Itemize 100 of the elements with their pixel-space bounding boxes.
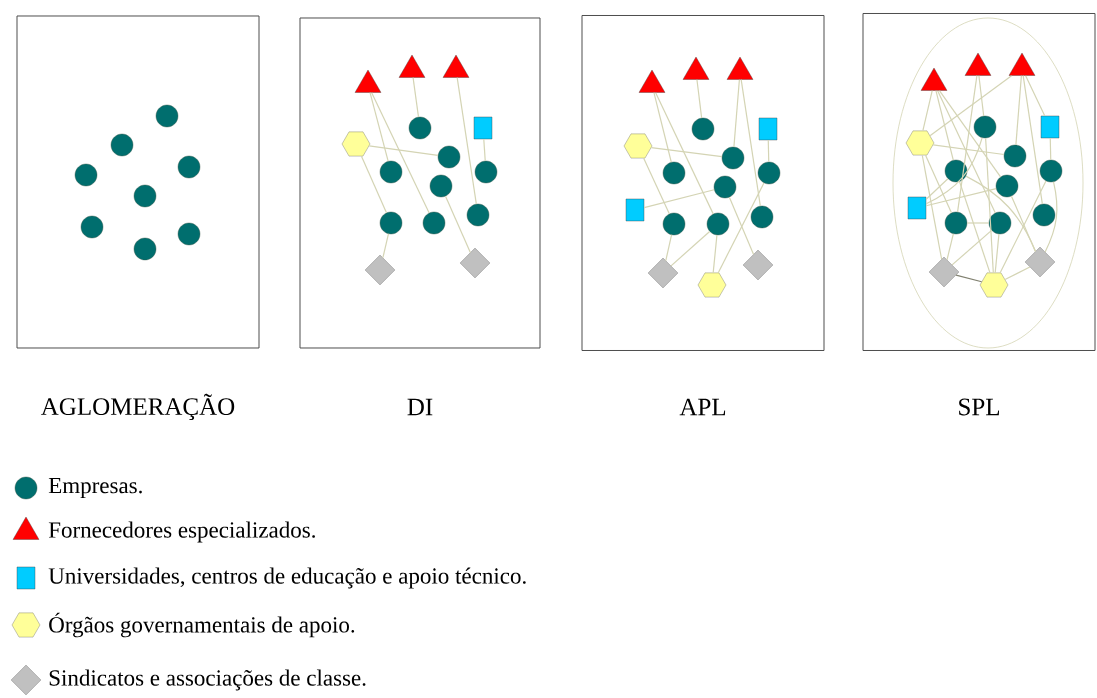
connector-line — [1022, 75, 1043, 205]
connector-line — [360, 155, 388, 214]
circle-marker — [466, 203, 490, 227]
connector-line — [653, 92, 672, 163]
diamond-marker — [1024, 246, 1056, 278]
circle-marker — [995, 174, 1019, 198]
connector-line — [985, 137, 994, 274]
circle-marker — [691, 117, 715, 141]
panel-title: APL — [679, 398, 726, 416]
connector-line — [958, 181, 991, 274]
circle-marker — [155, 104, 179, 128]
square-marker — [907, 196, 927, 220]
connector-line — [925, 137, 983, 205]
connector-line — [1044, 181, 1058, 253]
connector-line — [935, 90, 954, 161]
connector-line — [665, 234, 673, 262]
connector-line — [712, 234, 718, 274]
connector-line — [368, 145, 439, 157]
circle-marker — [437, 145, 461, 169]
diamond-marker — [364, 254, 396, 286]
circle-marker — [177, 155, 201, 179]
connector-line — [951, 229, 993, 266]
connector-line — [978, 75, 985, 117]
connector-line — [655, 92, 714, 215]
diamond-marker — [647, 257, 679, 289]
triangle-marker — [964, 52, 992, 76]
connector-line — [1049, 137, 1052, 161]
ellipse-outline — [892, 17, 1084, 349]
connector-line — [966, 222, 990, 224]
panel-title: SPL — [959, 398, 1000, 416]
triangle-marker — [920, 67, 948, 91]
connector-line — [382, 233, 390, 259]
connector-line — [733, 79, 740, 148]
connector-line — [670, 230, 711, 267]
circle-marker — [429, 174, 453, 198]
connector-line — [696, 79, 703, 119]
square-marker — [625, 198, 645, 222]
panel-title: DI — [407, 398, 433, 416]
circle-marker — [750, 205, 774, 229]
triangle-marker — [726, 56, 754, 80]
circle-marker — [721, 146, 745, 170]
triangle-marker — [1008, 52, 1036, 76]
circle-marker — [973, 115, 997, 139]
legend-label: Sindicatos e associações de classe. — [49, 669, 366, 691]
connector-line — [643, 157, 670, 215]
connector-line — [957, 75, 978, 213]
square-marker — [473, 116, 493, 140]
connector-line — [938, 90, 1002, 178]
connector-line — [937, 90, 996, 214]
triangle-marker — [354, 69, 382, 93]
circle-marker — [1032, 203, 1056, 227]
connector-line — [1025, 75, 1046, 117]
hexagon-marker — [979, 272, 1009, 298]
legend-label: Empresas. — [48, 478, 142, 498]
diamond-marker — [742, 249, 774, 281]
circle-marker — [1003, 144, 1027, 168]
connector-line — [994, 233, 1000, 274]
circle-marker — [662, 212, 686, 236]
circle-marker — [713, 175, 737, 199]
connector-line — [650, 147, 723, 158]
circle-marker — [177, 222, 201, 246]
connector-line — [1004, 266, 1031, 281]
connector-line — [717, 182, 765, 274]
connector-line — [740, 79, 761, 207]
connector-line — [767, 139, 770, 163]
connector-line — [925, 188, 997, 207]
diamond-marker — [459, 247, 491, 279]
hexagon-marker — [623, 133, 653, 159]
connector-line — [1010, 195, 1036, 252]
connector-line — [929, 75, 1013, 137]
circle-marker — [408, 116, 432, 140]
hexagon-marker — [697, 272, 727, 298]
diamond-marker — [928, 256, 960, 288]
legend-label: Órgãos governamentais de apoio. — [49, 612, 355, 638]
circle-marker — [80, 215, 104, 239]
triangle-marker — [442, 54, 470, 78]
square-marker — [1040, 115, 1060, 139]
connector-line — [444, 195, 471, 254]
circle-marker — [379, 211, 403, 235]
triangle-marker — [638, 69, 666, 93]
connector-line — [924, 154, 952, 214]
circle-marker — [1039, 159, 1063, 183]
circle-marker — [757, 161, 781, 185]
connector-line — [369, 92, 389, 162]
circle-marker — [944, 159, 968, 183]
connector-line — [483, 138, 486, 162]
connector-line — [925, 178, 949, 200]
circle-marker — [110, 133, 134, 157]
connector-line — [643, 189, 715, 209]
hexagon-marker — [905, 130, 935, 156]
circle-marker — [474, 160, 498, 184]
connector-line — [728, 196, 755, 255]
connector-line — [371, 92, 430, 214]
panel-title: AGLOMERAÇÃO — [41, 393, 235, 421]
connector-line — [412, 77, 420, 118]
connector-line — [456, 77, 477, 205]
circle-marker — [133, 237, 157, 261]
circle-marker — [379, 160, 403, 184]
connector-line — [955, 274, 983, 283]
circle-marker — [74, 163, 98, 187]
